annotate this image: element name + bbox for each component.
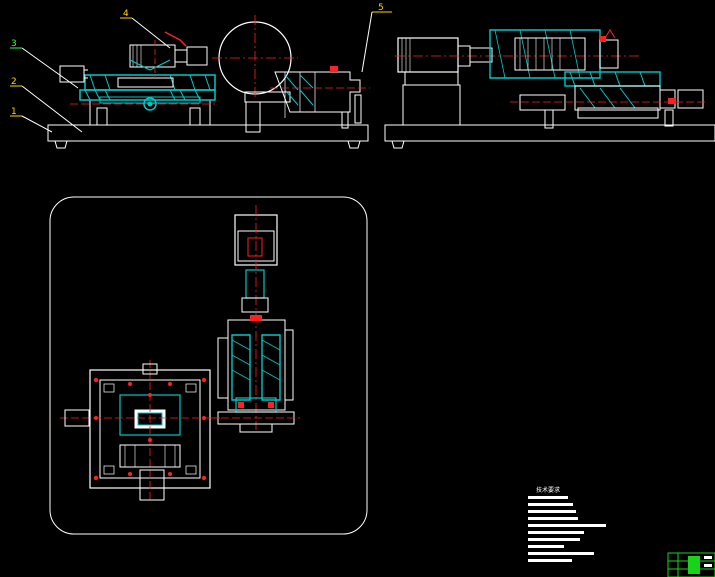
top-view-frame [49,196,368,535]
callout-4: 4 [123,9,129,19]
side-view [384,29,715,149]
title-block [667,552,715,577]
side-base-plate [384,124,715,142]
front-view: 1 2 3 4 5 [10,3,392,149]
callout-1: 1 [11,107,17,117]
top-view [49,196,368,535]
tech-req-title: 技术要求 [536,486,560,494]
base-plate [47,124,369,142]
feed-motor-left [59,65,85,83]
callout-3: 3 [11,39,17,49]
callout-5: 5 [378,3,384,13]
top-motor [234,214,278,266]
side-motor [397,37,459,73]
work-table [84,74,216,91]
technical-requirements: 技术要求 [528,486,606,562]
callout-2: 2 [11,77,17,87]
base-foot-right [347,140,361,149]
base-foot-left [54,140,68,149]
